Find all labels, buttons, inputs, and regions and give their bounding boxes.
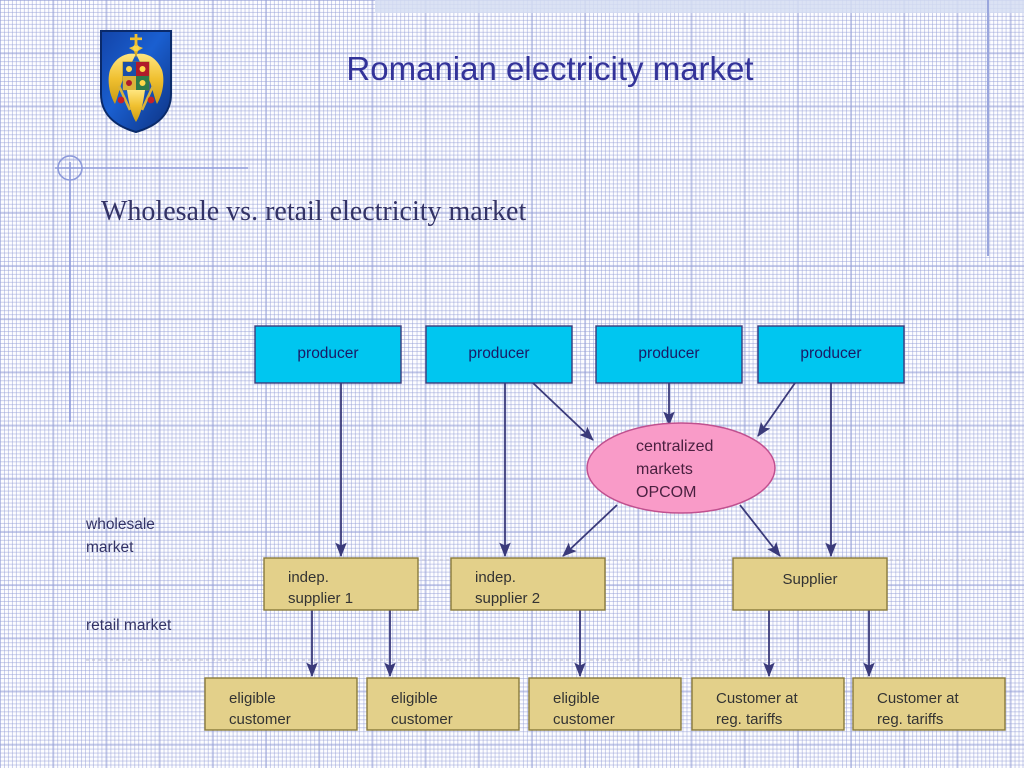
customer-node[interactable]: Customer at reg. tariffs <box>852 677 1006 731</box>
connector-arrows <box>306 382 875 678</box>
supplier-node[interactable]: Supplier <box>732 557 888 611</box>
decorative-motif <box>55 155 248 422</box>
customer-label-line2: reg. tariffs <box>716 711 782 728</box>
arrow-producer4-to-market <box>757 382 796 437</box>
customer-label-line1: eligible <box>391 690 438 707</box>
centralized-markets-node[interactable]: centralized markets OPCOM <box>586 422 776 514</box>
indep-supplier-2-node[interactable]: indep. supplier 2 <box>450 557 606 611</box>
retail-market-label: retail market <box>86 617 172 634</box>
customer-node[interactable]: Customer at reg. tariffs <box>691 677 845 731</box>
customer-label-line1: Customer at <box>716 690 799 707</box>
customer-label-line1: eligible <box>553 690 600 707</box>
indep-supplier-1-line1: indep. <box>288 569 329 586</box>
slide-subtitle: Wholesale vs. retail electricity market <box>101 196 527 227</box>
producer-label: producer <box>800 345 861 362</box>
producer-node[interactable]: producer <box>595 325 743 384</box>
customer-label-line2: customer <box>391 711 453 728</box>
centralized-markets-line1: centralized <box>636 438 713 455</box>
customer-node[interactable]: eligible customer <box>366 677 520 731</box>
indep-supplier-2-line1: indep. <box>475 569 516 586</box>
right-vertical-rule <box>987 0 989 256</box>
producer-label: producer <box>468 345 529 362</box>
producer-node[interactable]: producer <box>757 325 905 384</box>
customer-label-line2: customer <box>229 711 291 728</box>
page-title: Romanian electricity market <box>346 50 754 87</box>
producer-node[interactable]: producer <box>425 325 573 384</box>
supplier-label: Supplier <box>782 571 837 588</box>
customer-label-line1: Customer at <box>877 690 960 707</box>
arrow-market-to-supplier <box>739 504 781 557</box>
arrow-market-to-supplier2 <box>562 504 618 557</box>
customer-node[interactable]: eligible customer <box>528 677 682 731</box>
indep-supplier-2-line2: supplier 2 <box>475 590 540 607</box>
customer-label-line2: reg. tariffs <box>877 711 943 728</box>
producer-label: producer <box>638 345 699 362</box>
romanian-coat-of-arms-icon <box>100 30 172 134</box>
centralized-markets-line2: markets <box>636 461 693 478</box>
producer-label: producer <box>297 345 358 362</box>
customer-label-line2: customer <box>553 711 615 728</box>
customer-node[interactable]: eligible customer <box>204 677 358 731</box>
customer-label-line1: eligible <box>229 690 276 707</box>
centralized-markets-line3: OPCOM <box>636 484 696 501</box>
producer-node[interactable]: producer <box>254 325 402 384</box>
top-decorative-band <box>375 0 1024 13</box>
arrow-producer2-to-market <box>532 382 594 441</box>
indep-supplier-1-line2: supplier 1 <box>288 590 353 607</box>
wholesale-market-label: wholesale market <box>86 516 155 556</box>
indep-supplier-1-node[interactable]: indep. supplier 1 <box>263 557 419 611</box>
